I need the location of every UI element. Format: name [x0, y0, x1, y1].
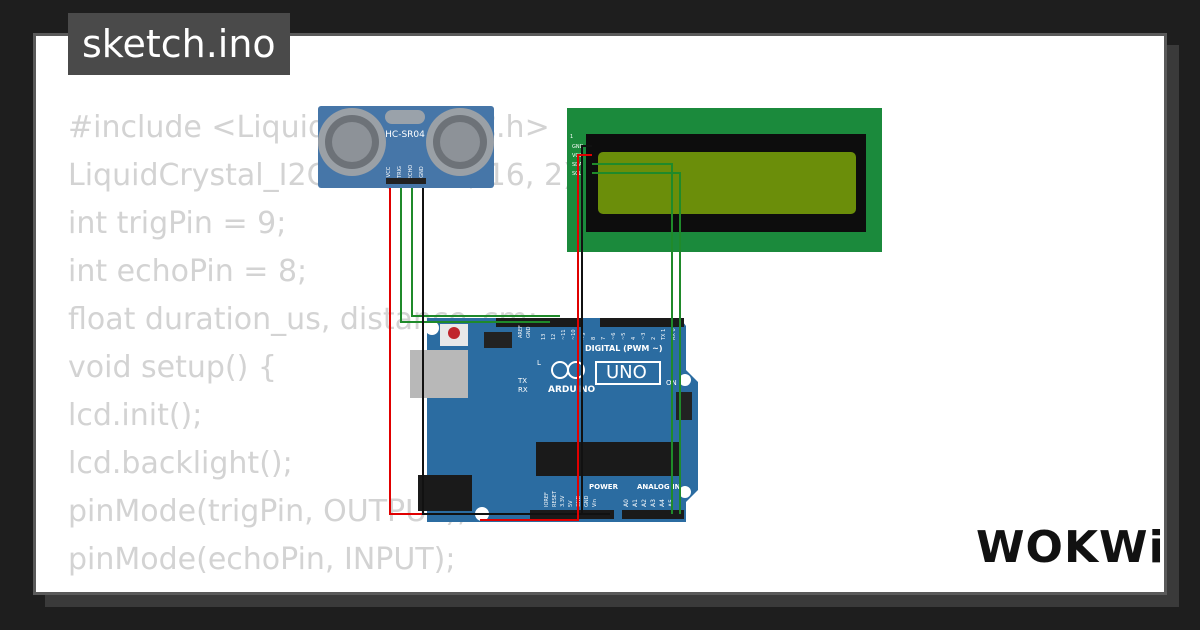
- arduino-brand-label: ARDUINO: [548, 385, 596, 395]
- wire-gnd-sensor[interactable]: [422, 188, 610, 515]
- pin-label: 7: [601, 337, 607, 340]
- code-line: }: [68, 584, 585, 592]
- sensor-model-label: HC-SR04: [385, 130, 425, 140]
- pin-label: 3.3V: [560, 495, 566, 507]
- code-line: lcd.init();: [68, 398, 203, 433]
- pin-label: RESET: [552, 490, 558, 507]
- pin-label: ~5: [621, 333, 627, 340]
- lcd-pin-gnd: GND: [572, 144, 584, 150]
- pin-label: 13: [541, 334, 547, 340]
- sensor-pin-trig: TRIG: [397, 166, 403, 179]
- pin-label: ~3: [641, 333, 647, 340]
- arduino-uno-board[interactable]: AREF GND DIGITAL (PWM ~) L TX RX ARDUINO…: [410, 318, 698, 522]
- wokwi-logo: WOKWi: [976, 522, 1165, 573]
- arduino-led-rx-label: RX: [518, 386, 528, 394]
- code-line: int trigPin = 9;: [68, 206, 287, 241]
- lcd-pin-1: 1: [570, 134, 573, 140]
- wire-vcc-lcd[interactable]: [480, 154, 592, 521]
- lcd-display[interactable]: 1 GND VCC SDA SCL: [567, 108, 882, 252]
- pin-label: A2: [641, 499, 648, 507]
- wires: [389, 145, 681, 521]
- code-line: int echoPin = 8;: [68, 254, 308, 289]
- arduino-aref-label: AREF: [518, 325, 524, 338]
- pin-label: ~9: [581, 333, 587, 340]
- wire-scl[interactable]: [592, 172, 681, 514]
- sensor-pin-gnd: GND: [419, 166, 425, 178]
- arduino-led-l-label: L: [537, 359, 541, 367]
- pin-label: 8: [591, 337, 597, 340]
- pin-label: RX 0: [671, 328, 677, 340]
- wire-vcc-sensor[interactable]: [389, 188, 430, 515]
- pin-label: GND: [584, 495, 590, 507]
- pin-label: 5V: [568, 500, 574, 507]
- ultrasonic-sensor[interactable]: HC-SR04 VCC TRIG ECHO GND: [318, 106, 494, 188]
- code-line: lcd.backlight();: [68, 446, 293, 481]
- sensor-pin-vcc: VCC: [386, 166, 392, 177]
- arduino-model-label: UNO: [606, 362, 647, 383]
- pin-label: 4: [631, 337, 637, 340]
- arduino-gnd-label: GND: [526, 326, 532, 338]
- pin-label: ~10: [571, 329, 577, 340]
- sensor-pin-echo: ECHO: [408, 165, 414, 179]
- pin-label: TX 1: [661, 329, 667, 341]
- arduino-digital-label: DIGITAL (PWM ~): [585, 344, 663, 353]
- filename-tab: sketch.ino: [68, 13, 290, 75]
- arduino-power-label: POWER: [589, 483, 619, 491]
- pin-label: ~11: [561, 329, 567, 340]
- lcd-pin-scl: SCL: [572, 171, 582, 177]
- wire-trig[interactable]: [400, 188, 550, 323]
- arduino-led-tx-label: TX: [517, 377, 527, 385]
- pin-label: ~6: [611, 333, 617, 340]
- pin-label: 12: [551, 334, 557, 340]
- wire-echo[interactable]: [411, 188, 560, 317]
- pin-label: A4: [659, 499, 666, 507]
- pin-label: A0: [623, 499, 630, 507]
- pin-label: A3: [650, 499, 657, 507]
- code-line: void setup() {: [68, 350, 277, 385]
- wire-gnd-lcd[interactable]: [581, 145, 592, 514]
- pin-label: IOREF: [544, 492, 550, 507]
- pin-label: A1: [632, 499, 639, 507]
- pin-label: Vin: [592, 499, 598, 507]
- pin-label: 2: [651, 337, 657, 340]
- wire-sda[interactable]: [592, 163, 673, 514]
- arduino-analog-label: ANALOG IN: [637, 483, 681, 491]
- code-line: pinMode(echoPin, INPUT);: [68, 542, 456, 577]
